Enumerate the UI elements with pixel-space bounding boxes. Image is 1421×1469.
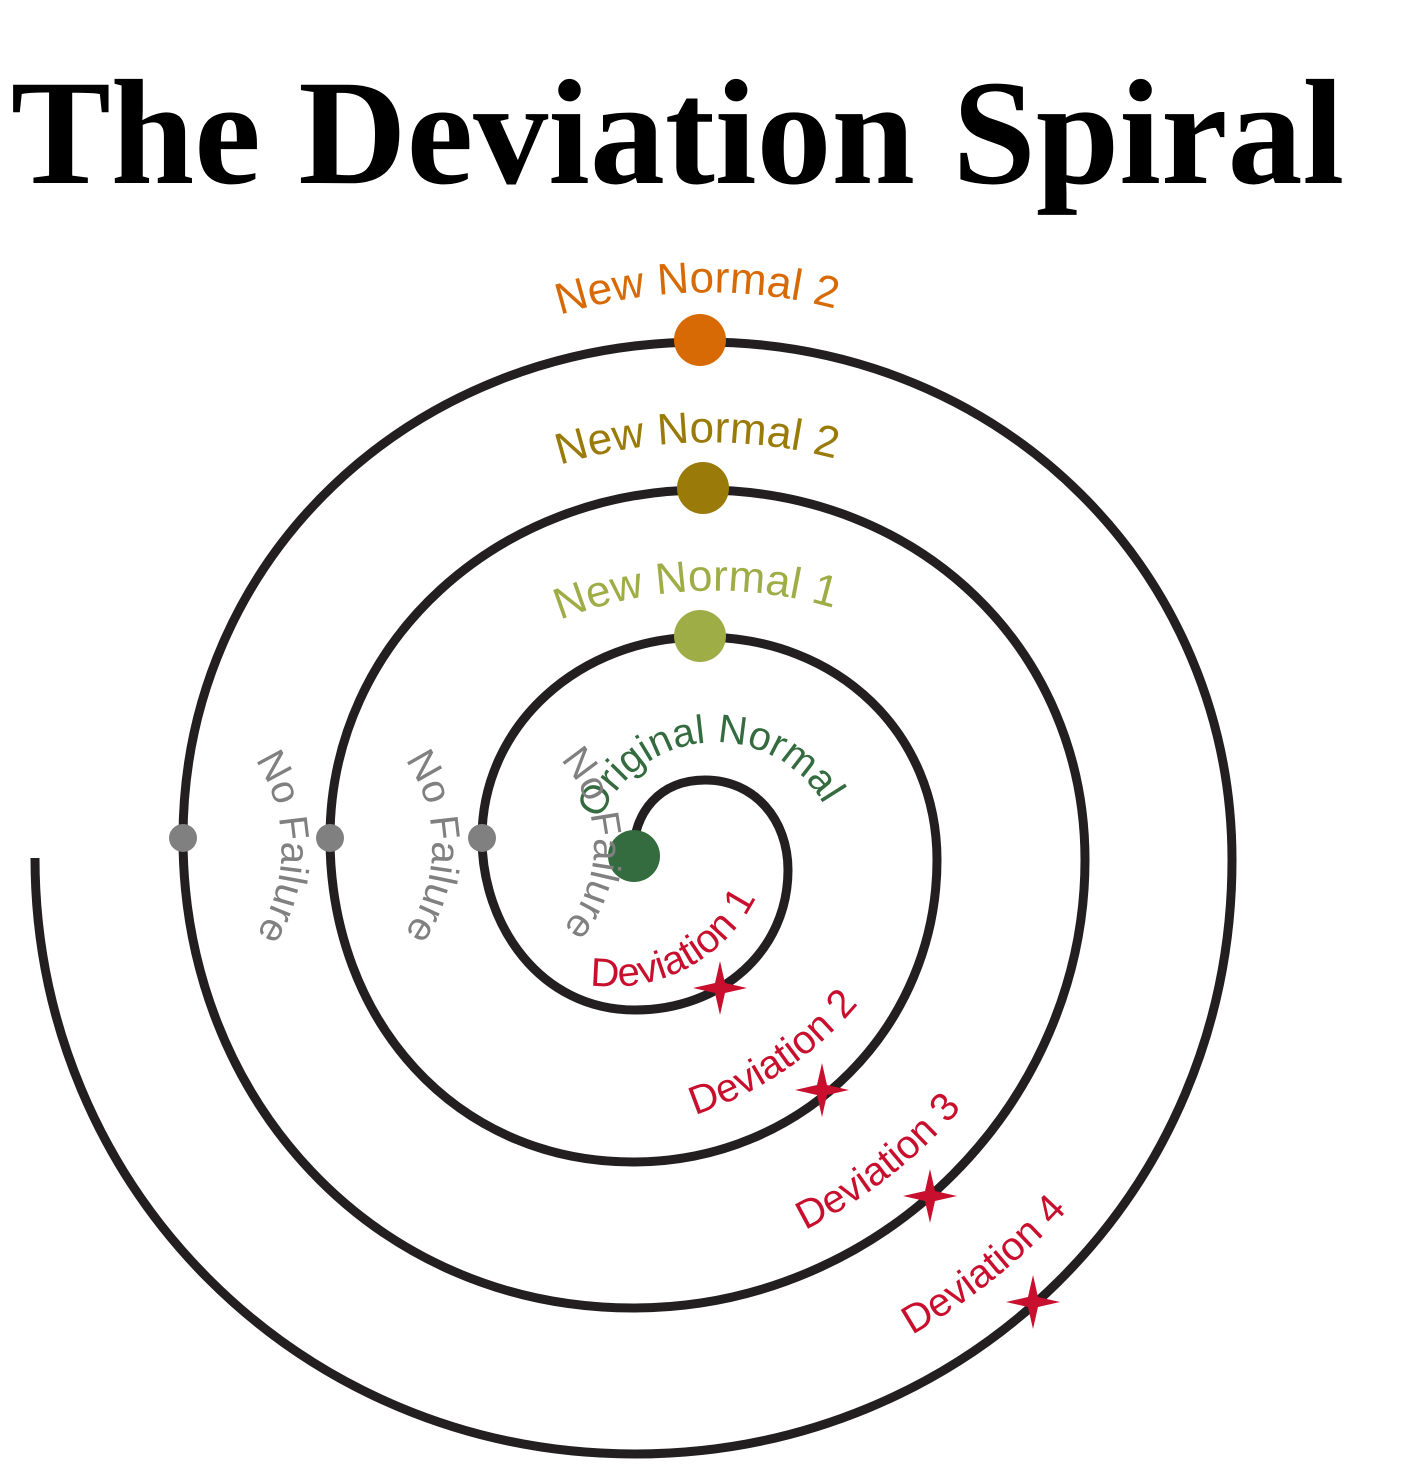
new-normal-1-dot: [674, 610, 726, 662]
deviation-2-label: Deviation 2: [683, 981, 866, 1124]
deviation-4-label: Deviation 4: [894, 1186, 1074, 1343]
deviation-2-star-icon: [795, 1063, 849, 1117]
no-failure-dot-1: [468, 824, 496, 852]
original-normal-dot: [608, 830, 660, 882]
new-normal-2-outer-label: New Normal 2: [549, 253, 844, 324]
deviation-4-star-icon: [1006, 1275, 1060, 1329]
deviation-1-star-icon: [693, 961, 747, 1015]
spiral-line: [30, 337, 1237, 1459]
no-failure-label-2: No Failure: [397, 742, 468, 951]
new-normal-2-outer-dot: [674, 314, 726, 366]
new-normal-2-inner-dot: [677, 462, 729, 514]
no-failure-label-3: No Failure: [248, 743, 317, 952]
no-failure-dot-2: [316, 824, 344, 852]
deviation-3-star-icon: [903, 1169, 957, 1223]
no-failure-dot-3: [169, 824, 197, 852]
page-title: The Deviation Spiral: [10, 50, 1345, 216]
